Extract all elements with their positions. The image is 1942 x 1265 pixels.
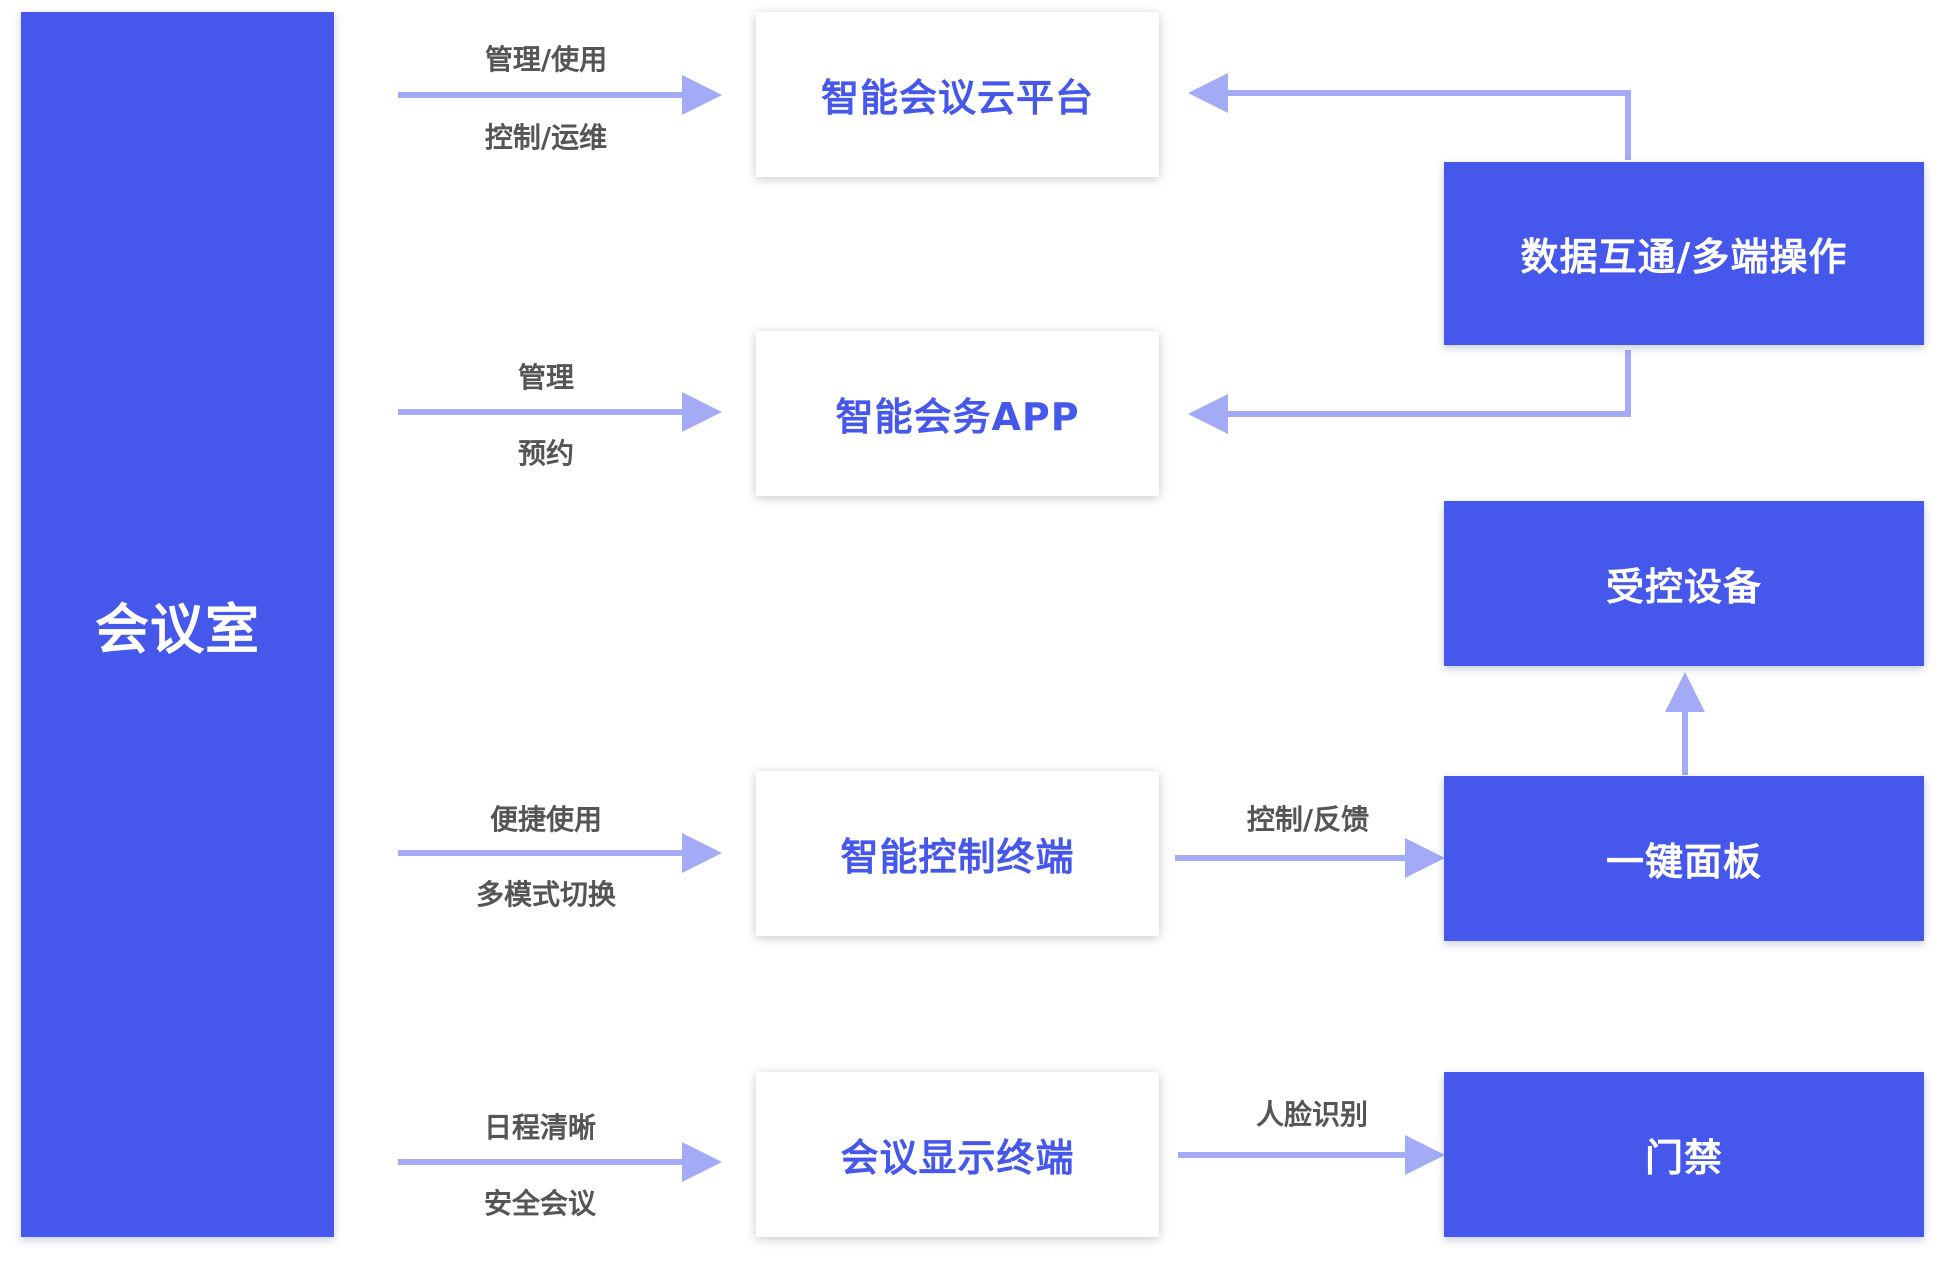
label-app-bottom: 预约 bbox=[518, 432, 574, 472]
display-terminal-box: 会议显示终端 bbox=[756, 1072, 1159, 1237]
label-cloud-bottom: 控制/运维 bbox=[485, 116, 607, 156]
arrow-panel-to-devices bbox=[1665, 672, 1705, 775]
display-terminal-title: 会议显示终端 bbox=[840, 1127, 1074, 1182]
arrow-room-to-control-terminal bbox=[398, 833, 722, 873]
cloud-platform-title: 智能会议云平台 bbox=[821, 67, 1094, 122]
data-sync-title: 数据互通/多端操作 bbox=[1521, 226, 1848, 281]
app-box: 智能会务APP bbox=[756, 331, 1159, 496]
cloud-platform-box: 智能会议云平台 bbox=[756, 12, 1159, 177]
arrow-room-to-cloud bbox=[398, 75, 722, 115]
meeting-room-block: 会议室 bbox=[21, 12, 334, 1237]
controlled-devices-box: 受控设备 bbox=[1444, 501, 1924, 666]
one-key-panel-title: 一键面板 bbox=[1606, 831, 1762, 886]
access-control-title: 门禁 bbox=[1645, 1127, 1723, 1182]
label-app-top: 管理 bbox=[518, 356, 574, 396]
arrow-display-terminal-to-access bbox=[1178, 1135, 1445, 1175]
label-control-feedback: 控制/反馈 bbox=[1247, 798, 1369, 838]
app-title: 智能会务APP bbox=[835, 386, 1079, 441]
arrow-room-to-display-terminal bbox=[398, 1142, 722, 1182]
label-cloud-top: 管理/使用 bbox=[485, 38, 607, 78]
arrow-room-to-app bbox=[398, 392, 722, 432]
label-display-bottom: 安全会议 bbox=[484, 1182, 596, 1222]
label-display-top: 日程清晰 bbox=[484, 1106, 596, 1146]
arrow-control-terminal-to-panel bbox=[1175, 838, 1445, 878]
label-face-recognition: 人脸识别 bbox=[1256, 1093, 1368, 1133]
meeting-room-label: 会议室 bbox=[95, 585, 260, 664]
label-control-top: 便捷使用 bbox=[490, 798, 602, 838]
arrow-data-sync-to-cloud bbox=[1188, 73, 1628, 160]
access-control-box: 门禁 bbox=[1444, 1072, 1924, 1237]
arrow-data-sync-to-app bbox=[1188, 350, 1628, 434]
label-control-bottom: 多模式切换 bbox=[476, 873, 616, 913]
one-key-panel-box: 一键面板 bbox=[1444, 776, 1924, 941]
controlled-devices-title: 受控设备 bbox=[1606, 556, 1762, 611]
control-terminal-title: 智能控制终端 bbox=[840, 826, 1074, 881]
control-terminal-box: 智能控制终端 bbox=[756, 771, 1159, 936]
data-sync-box: 数据互通/多端操作 bbox=[1444, 162, 1924, 345]
